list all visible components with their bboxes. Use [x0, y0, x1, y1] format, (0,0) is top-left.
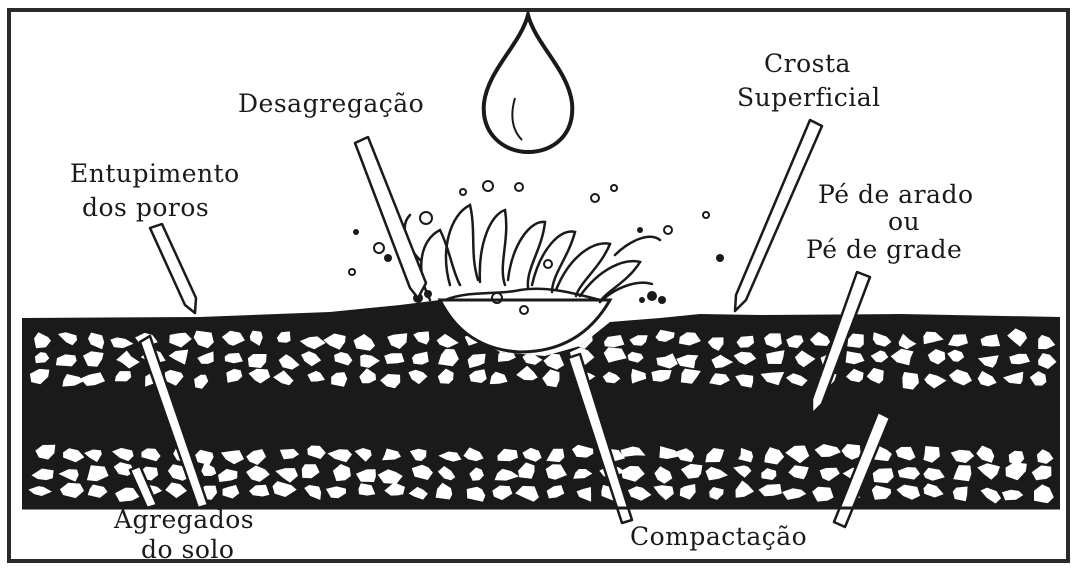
arrow-entupimento	[150, 224, 196, 313]
label-crosta-line1: Crosta	[764, 49, 851, 78]
label-desagregacao: Desagregação	[238, 89, 424, 118]
label-pe-arado-line2: ou	[888, 207, 920, 236]
label-entupimento-line2: dos poros	[82, 193, 209, 222]
splash-icon	[405, 205, 660, 302]
soil-aggregate	[384, 353, 404, 364]
label-compactacao: Compactação	[630, 522, 807, 551]
label-pe-arado-line1: Pé de arado	[818, 180, 974, 209]
water-drop-icon	[484, 15, 573, 152]
arrow-crosta	[735, 120, 822, 311]
label-entupimento-line1: Entupimento	[70, 159, 240, 188]
label-pe-arado-line3: Pé de grade	[806, 235, 962, 264]
label-agregados-line2: do solo	[141, 535, 234, 564]
label-agregados-line1: Agregados	[113, 505, 254, 534]
label-crosta-line2: Superficial	[737, 83, 881, 112]
arrow-desagregacao	[355, 137, 426, 298]
